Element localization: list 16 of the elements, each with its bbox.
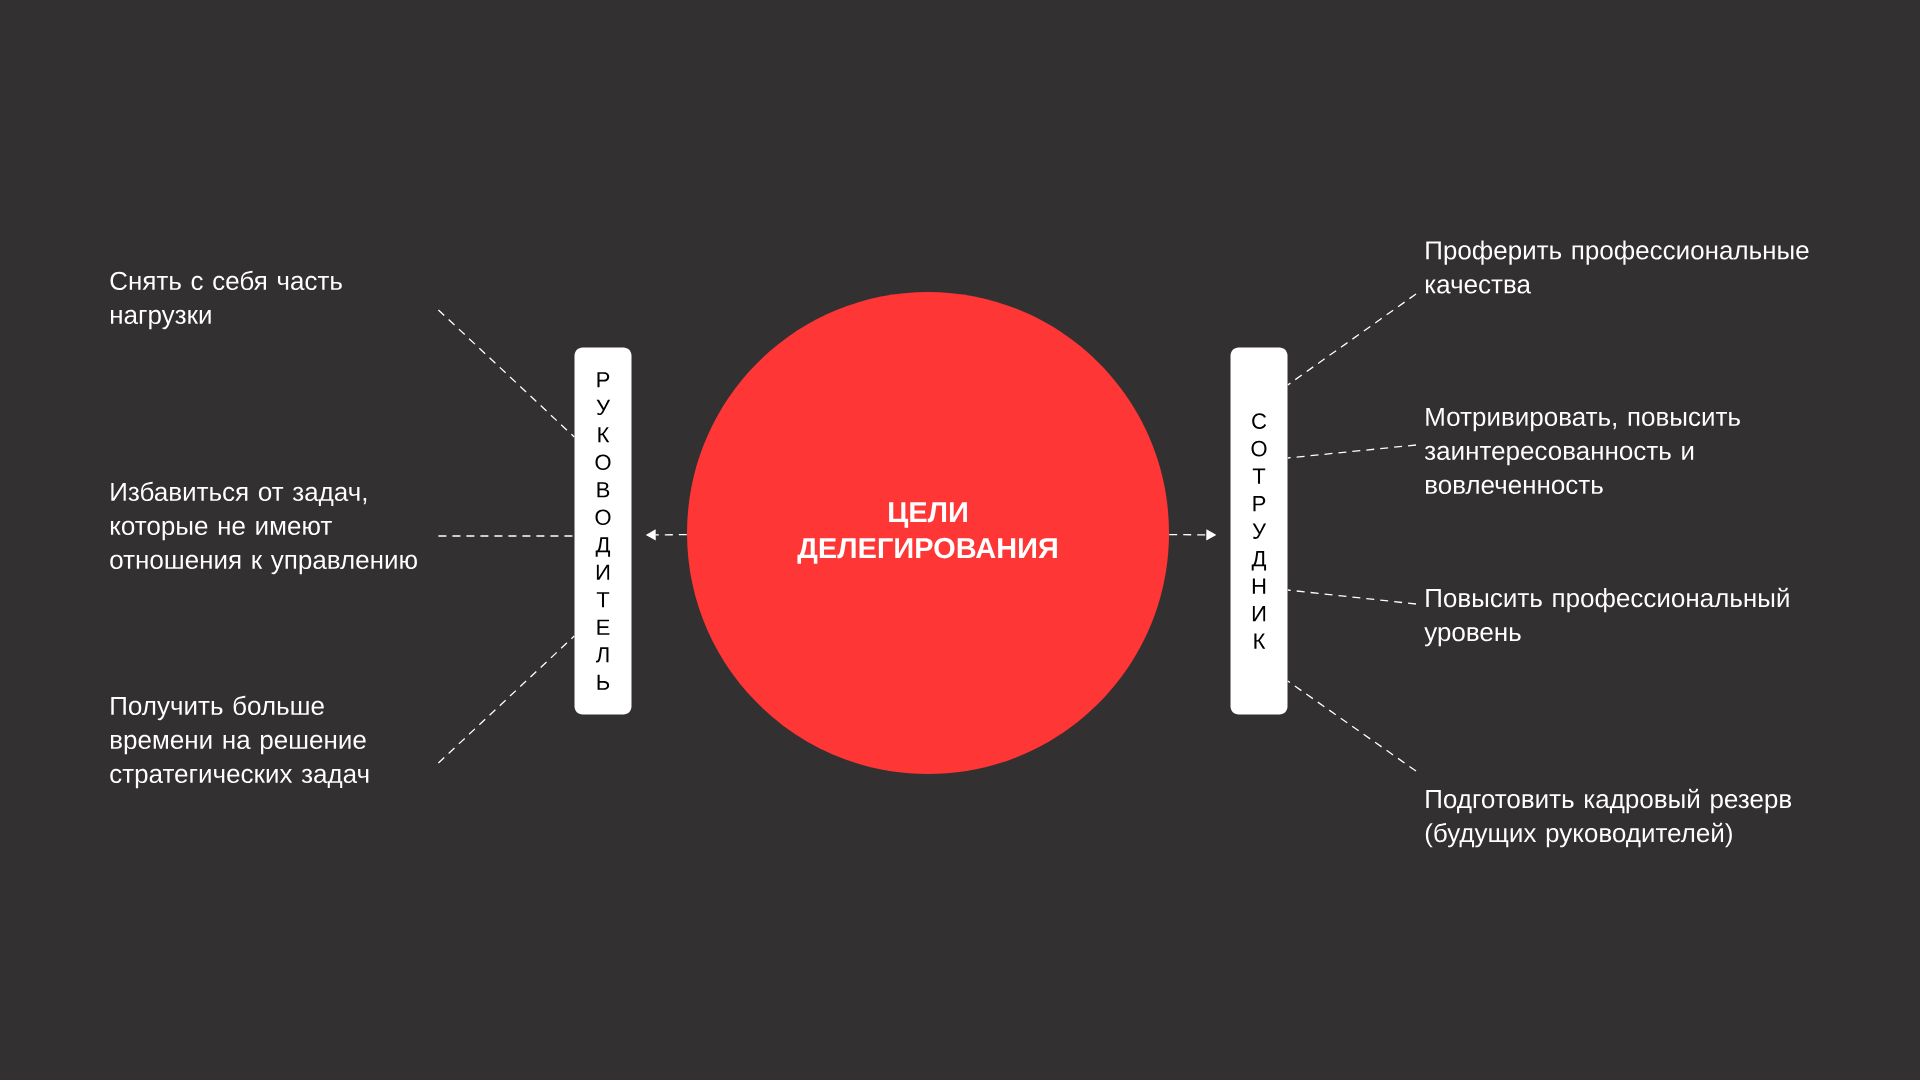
goal-text: Снять с себя часть нагрузки: [110, 270, 342, 330]
goal-text: Проферить профессиональные качества: [1425, 240, 1809, 294]
role-bar: СОТРУДНИК: [1230, 347, 1288, 715]
leader-line: [1287, 293, 1417, 386]
leader-line: [1287, 589, 1417, 605]
goal-text: Избавиться от задач, которые не имеют отношения к управлению: [110, 481, 417, 575]
role-bar: РУКОВОДИТЕЛЬ: [574, 347, 632, 715]
leader-line: [437, 635, 575, 764]
goal-text: Подготовить кадровый резерв (будущих руководителей): [1425, 788, 1792, 848]
leader-line: [437, 535, 575, 537]
leader-line: [437, 309, 575, 438]
leader-line: [1287, 680, 1417, 772]
goal-text: Мотривировать, повысить заинтересованность и вовлеченность: [1424, 407, 1740, 495]
leader-line: [1287, 444, 1417, 459]
goal-text: Получить больше времени на решение стратегических задач: [110, 695, 369, 789]
goal-text: Повысить профессиональный уровень: [1424, 587, 1789, 647]
